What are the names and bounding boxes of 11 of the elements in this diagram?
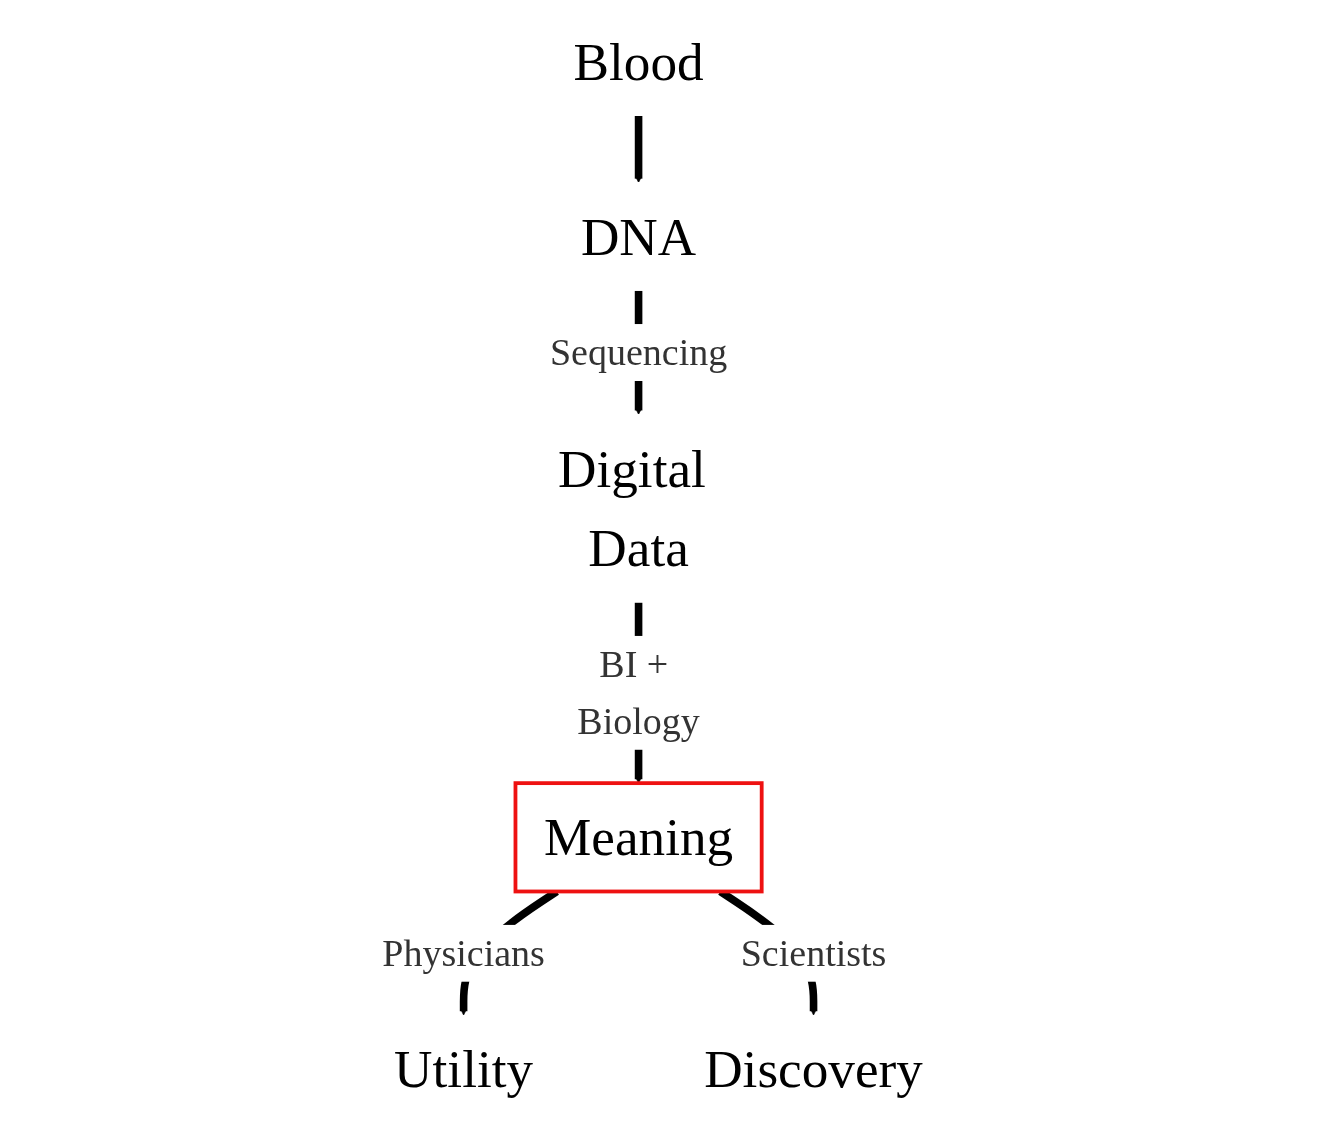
- edge-label: Physicians: [382, 931, 545, 975]
- node-text: Utility: [394, 1039, 534, 1099]
- edge-label: Sequencing: [549, 330, 728, 374]
- node-text: Discovery: [704, 1039, 923, 1099]
- arrow: [634, 115, 643, 183]
- node-text: Digital Data: [558, 439, 706, 578]
- node-text: DNA: [580, 207, 697, 267]
- node-box: Meaning: [513, 781, 764, 894]
- edge-label: Scientists: [740, 931, 887, 975]
- node-text: Blood: [573, 32, 704, 92]
- edge-label: BI + Biology: [577, 642, 700, 743]
